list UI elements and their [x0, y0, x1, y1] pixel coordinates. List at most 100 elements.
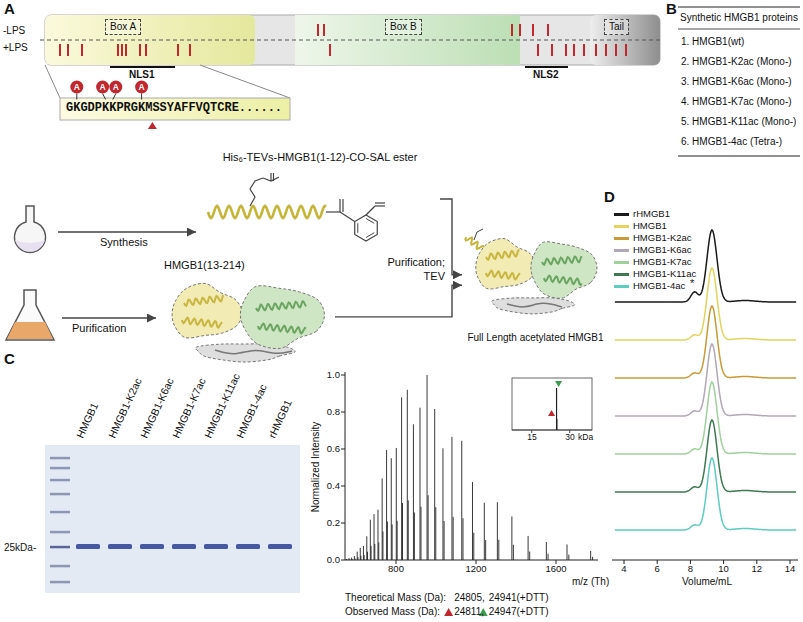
axis-tick [341, 523, 345, 524]
acetylation-site-tick [615, 44, 617, 56]
spectrum-peak [444, 521, 445, 560]
step-label: Purification [72, 322, 126, 335]
spectrum-peak [567, 544, 568, 560]
acetylation-site-tick [67, 44, 69, 56]
lane-label: HMGB1-4ac [234, 382, 270, 440]
chemical-bond [366, 219, 374, 224]
axis-tick [341, 375, 345, 376]
acetylation-site-tick [121, 44, 123, 56]
zoom-line [45, 65, 60, 98]
tick-label: 15 [527, 432, 536, 442]
chemical-bond [375, 202, 385, 203]
tick-label: 12 [752, 563, 763, 574]
axis-tick [341, 560, 345, 561]
deconvoluted-spectrum [556, 419, 557, 430]
acetyl-marker [109, 81, 122, 94]
condition-label: +LPS [3, 42, 28, 54]
gel-band [50, 493, 70, 496]
acetyl-marker [76, 94, 77, 100]
spectrum-peak [396, 448, 397, 560]
part-name: His₆-TEVs-HMGB1(1-12)-CO-SAL ester [223, 151, 418, 164]
helix [256, 301, 306, 310]
signal-label: NLS2 [533, 69, 559, 81]
legend-swatch [614, 249, 629, 252]
spectrum-peak [402, 503, 403, 560]
axis-title: m/z (Th) [572, 576, 609, 588]
tick-label: 1200 [465, 563, 486, 574]
domain-name: Box A [110, 21, 136, 33]
acetyl-marker [148, 122, 157, 129]
legend-label: HMGB1-K7ac [633, 256, 692, 268]
axis-title: Normalized Intensity [310, 422, 322, 513]
table-cell: 4. HMGB1-K7ac (Mono-) [681, 96, 792, 108]
domain-box: Tail [604, 19, 629, 35]
helix [486, 271, 520, 280]
acetylation-site-tick [317, 24, 319, 36]
acetylation-site-tick [547, 24, 549, 36]
legend-label: HMGB1-K6ac [633, 244, 692, 256]
table-rule [678, 7, 800, 156]
spectrum-peak [382, 478, 383, 560]
spectrum-peak [357, 552, 358, 560]
acetyl-mark: A [74, 83, 80, 92]
chemical-bond [474, 229, 483, 240]
acetyl-mark: A [139, 83, 145, 92]
panel-letter: C [4, 350, 15, 368]
table-cell: 1. HMGB1(wt) [681, 36, 744, 48]
axis-title: Volume/mL [682, 576, 732, 588]
spectrum-peak [529, 552, 530, 560]
spectrum-peak [397, 521, 398, 560]
gel-band [50, 457, 292, 584]
acetyl-marker [103, 94, 106, 100]
chemical-bond [375, 205, 385, 206]
acetylation-site-tick [189, 44, 191, 56]
spectrum-peak [360, 556, 361, 560]
spectrum-peak [497, 502, 498, 560]
acetyl-marker [141, 94, 142, 100]
gel-band [140, 544, 164, 549]
spectrum-peak [360, 548, 361, 560]
nls-underline [110, 67, 568, 68]
legend-label: HMGB1-K11ac [633, 268, 696, 280]
acetylation-site-tick [323, 24, 325, 36]
mass-value: 24947(+DTT) [489, 606, 549, 618]
acetylation-site-tick [59, 44, 61, 56]
spectrum-peak [513, 545, 514, 560]
flask-round [15, 240, 45, 252]
table-cell: 3. HMGB1-K6ac (Mono-) [681, 76, 792, 88]
part-name: HMGB1(13-214) [164, 259, 245, 272]
table-rule [678, 29, 800, 30]
acetylation-site-tick [117, 44, 119, 56]
spectrum-peak [364, 555, 365, 560]
acetylation-site-tick [60, 24, 626, 56]
acetyl-mark: A [100, 83, 106, 92]
gel-band [76, 544, 100, 549]
legend-swatch [614, 273, 629, 276]
acetylation-site-tick [583, 44, 585, 56]
tick-label: 30 [565, 432, 574, 442]
legend-label: HMGB1 [633, 220, 667, 232]
spectrum-axes [345, 372, 346, 560]
gel-band [50, 457, 70, 460]
spectrum-peak [357, 557, 358, 560]
chemical-bond [326, 211, 340, 212]
tick-label: 6 [655, 563, 660, 574]
spectrum-peak [348, 558, 349, 560]
spectrum-peak [472, 482, 473, 560]
spectrum-peak [428, 495, 429, 560]
helix [208, 206, 326, 218]
step-label: TEV [424, 270, 445, 283]
tick-label: 10 [718, 563, 729, 574]
step-label: Purification; [388, 256, 445, 269]
sec-trace [615, 458, 796, 530]
panel-letter: D [604, 188, 615, 206]
gel-band [50, 581, 70, 584]
spectrum-peak [371, 546, 372, 560]
tick-label: 1600 [545, 563, 566, 574]
spectrum-peak [485, 540, 486, 560]
tick-label: 14 [785, 563, 796, 574]
acetylation-site-tick [329, 44, 331, 56]
